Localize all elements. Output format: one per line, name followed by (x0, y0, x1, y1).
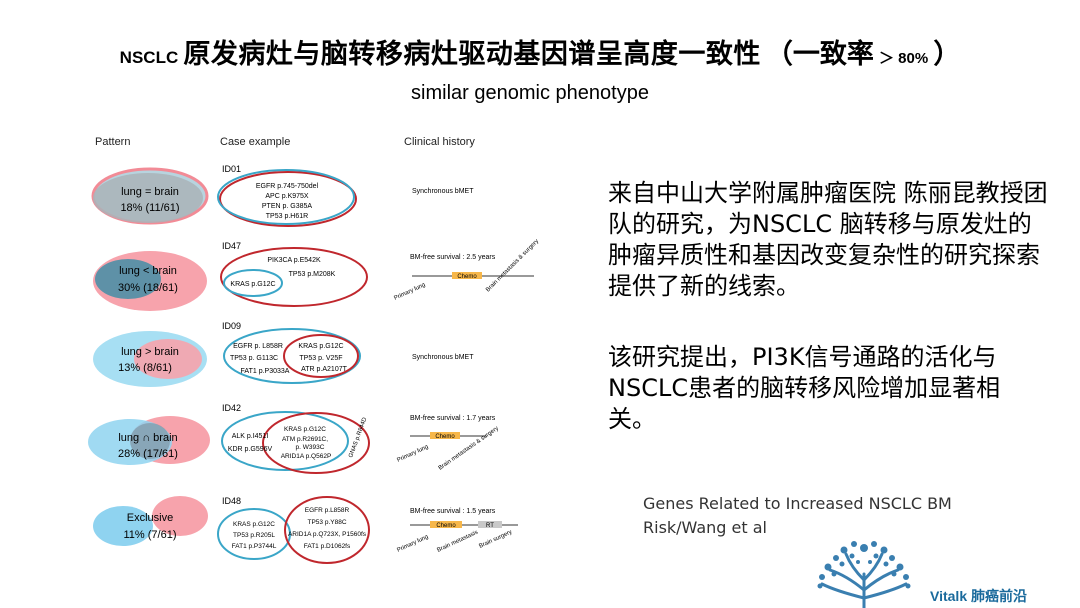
lung-ellipse (217, 508, 291, 560)
gene: EGFR p.745-750del (256, 183, 319, 190)
pattern-venn-overlap (130, 423, 170, 459)
clinical-text: Synchronous bMET (412, 354, 474, 361)
case-id: ID47 (222, 241, 241, 251)
gene: EGFR p.L858R (305, 507, 350, 514)
gene: PIK3CA p.E542K (267, 257, 321, 264)
brain-ellipse (284, 496, 370, 564)
timeline-end: Brain surgery (478, 529, 513, 550)
row-lung-greater-brain: lung > brain 13% (8/61) ID09 EGFR p. L85… (93, 321, 474, 387)
paragraph-research-source: 来自中山大学附属肿瘤医院 陈丽昆教授团队的研究，为NSCLC 脑转移与原发灶的肿… (608, 179, 1048, 300)
brand-label: Vitalk 肺癌前沿 (930, 588, 1027, 604)
subtitle: similar genomic phenotype (411, 82, 649, 104)
timeline-end: Brain metastasis & surgery (485, 238, 540, 293)
page-title: NSCLC 原发病灶与脑转移病灶驱动基因谱呈高度一致性 （一致率 ＞ 80% ） (0, 32, 1080, 71)
gene: TP53 p. G113C (230, 355, 278, 362)
gene: FAT1 p.P3744L (232, 543, 277, 550)
tree-logo-icon (817, 541, 911, 608)
gene: TP53 p.H61R (266, 213, 308, 220)
lung-ellipse (217, 169, 355, 225)
gene: KRAS p.G12C (298, 343, 343, 350)
chemo-label: Chemo (435, 434, 455, 440)
brain-ellipse (219, 171, 357, 227)
gene: KRAS p.G12C (230, 281, 275, 288)
reference-credit: Genes Related to Increased NSCLC BM Risk… (643, 494, 952, 537)
chemo-bar (430, 521, 462, 528)
row-lung-equal-brain: lung = brain 18% (11/61) ID01 EGFR p.745… (91, 164, 474, 227)
gene: FAT1 p.P3033A (241, 368, 290, 375)
row-exclusive: Exclusive 11% (7/61) ID48 KRAS p.G12C TP… (93, 496, 518, 564)
pattern-stat: 18% (11/61) (120, 202, 179, 214)
row-lung-intersect-brain: lung ∩ brain 28% (17/61) ID42 ALK p.I451… (88, 403, 500, 474)
timeline-middle: Brain metastasis (436, 530, 479, 554)
title-ratio: ＞ 80% (879, 50, 929, 67)
case-id: ID48 (222, 496, 241, 506)
case-id: ID09 (222, 321, 241, 331)
clinical-text: BM-free survival : 1.7 years (410, 415, 496, 422)
title-main: 原发病灶与脑转移病灶驱动基因谱呈高度一致性 (183, 39, 761, 70)
pattern-label: lung < brain (119, 265, 177, 277)
header-clinical: Clinical history (404, 136, 475, 148)
timeline-start: Primary lung (396, 534, 429, 554)
brain-ellipse (262, 412, 370, 474)
pattern-stat: 11% (7/61) (124, 529, 177, 541)
lung-ellipse (223, 328, 361, 384)
gene: KDR p.G596V (228, 446, 273, 453)
header-pattern: Pattern (95, 136, 130, 148)
gene: APC p.K975X (265, 193, 309, 200)
gene: ARID1A p.Q562P (281, 453, 332, 460)
pattern-label: lung > brain (121, 346, 179, 358)
clinical-text: BM-free survival : 1.5 years (410, 508, 496, 515)
gene: FAT1 p.D1062fs (304, 543, 351, 550)
chemo-bar (430, 432, 460, 439)
pattern-venn-brain (134, 339, 202, 379)
pattern-venn-lung (95, 259, 161, 299)
clinical-text: BM-free survival : 2.5 years (410, 254, 496, 261)
gene: TP53 p.Y88C (307, 519, 346, 526)
rt-bar (478, 521, 502, 528)
case-id: ID01 (222, 164, 241, 174)
pattern-venn-overlap (93, 173, 203, 223)
gene: ARID1A p.Q723X, P1560fs (288, 531, 367, 538)
case-id: ID42 (222, 403, 241, 413)
gene: EGFR p. L858R (233, 343, 283, 350)
chemo-bar (452, 272, 482, 279)
gene: ALK p.I451I (232, 433, 269, 440)
pattern-label: lung ∩ brain (118, 432, 177, 444)
paragraph-finding: 该研究提出，PI3K信号通路的活化与NSCLC患者的脑转移风险增加显著相关。 (608, 343, 1001, 433)
pattern-stat: 28% (17/61) (118, 448, 178, 460)
timeline-start: Primary lung (396, 444, 429, 464)
title-prefix: NSCLC (119, 48, 179, 67)
clinical-text: Synchronous bMET (412, 188, 474, 195)
gene: TP53 p.M208K (289, 271, 336, 278)
gene: ATR p.A2107T (301, 366, 348, 373)
rt-label: RT (486, 523, 494, 529)
gene: KRAS p.G12C (233, 521, 275, 528)
lung-ellipse (221, 411, 349, 471)
pattern-venn-lung (93, 506, 153, 546)
brain-ellipse (220, 247, 368, 307)
pattern-stat: 30% (18/61) (118, 282, 178, 294)
brain-ellipse (283, 334, 359, 378)
title-paren-close: ） (933, 39, 961, 70)
timeline-start: Primary lung (393, 282, 426, 302)
pattern-label: Exclusive (127, 512, 173, 524)
header-case: Case example (220, 136, 290, 148)
chemo-label: Chemo (457, 274, 477, 280)
gene: PTEN p. G385A (262, 203, 313, 210)
gene: ATM p.R2691C, (282, 436, 328, 443)
title-paren-open: （一致率 (765, 39, 874, 70)
pattern-stat: 13% (8/61) (118, 362, 172, 374)
gene: KRAS p.G12C (284, 426, 326, 433)
lung-ellipse (223, 269, 283, 297)
gene: TP53 p. V25F (299, 355, 342, 362)
row-lung-less-brain: lung < brain 30% (18/61) ID47 PIK3CA p.E… (93, 238, 540, 311)
gene: p. W393C (296, 444, 325, 451)
gene: TP53 p.R205L (233, 532, 275, 539)
chemo-label: Chemo (436, 523, 456, 529)
pattern-label: lung = brain (121, 186, 179, 198)
pattern-venn-brain (152, 496, 208, 536)
